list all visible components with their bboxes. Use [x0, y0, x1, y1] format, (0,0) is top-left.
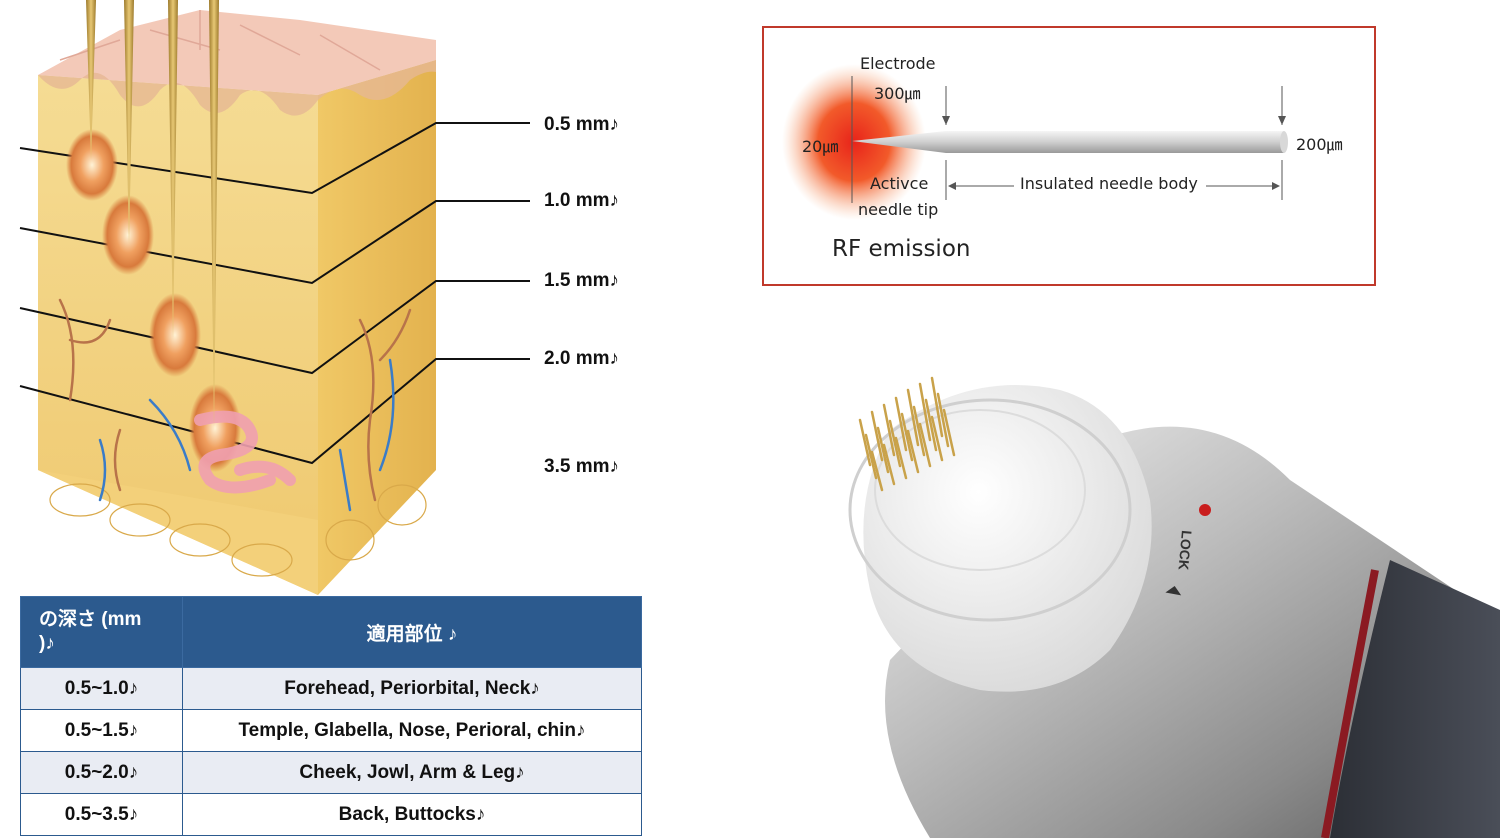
row-depth: 0.5~1.5♪: [20, 709, 183, 752]
row-depth: 0.5~2.0♪: [20, 751, 183, 794]
lock-label: LOCK: [1176, 530, 1195, 571]
gold-needle-array: [858, 376, 956, 492]
fat-cells: [49, 483, 427, 577]
skin-side-face: [318, 60, 436, 595]
depth-label-2-0: 2.0 mm♪: [544, 348, 619, 369]
table-row: 0.5~1.5♪ Temple, Glabella, Nose, Periora…: [20, 709, 642, 752]
depth-label-0-5: 0.5 mm♪: [544, 114, 619, 135]
row-area: Back, Buttocks♪: [182, 793, 642, 836]
depth-label-1-5: 1.5 mm♪: [544, 270, 619, 291]
row-area: Temple, Glabella, Nose, Perioral, chin♪: [182, 709, 642, 752]
lock-indicator-dot: [1199, 504, 1211, 516]
tip-size-label: 20㎛: [802, 137, 839, 156]
table-row: 0.5~3.5♪ Back, Buttocks♪: [20, 793, 642, 836]
sweat-gland: [194, 410, 296, 494]
header-area: 適用部位 ♪: [182, 596, 642, 668]
microneedles: [86, 0, 219, 430]
handpiece-grip: [1330, 560, 1500, 838]
depth-application-table: の深さ (mm )♪ 適用部位 ♪ 0.5~1.0♪ Forehead, Per…: [20, 596, 642, 836]
blood-vessels: [58, 298, 412, 512]
electrode-label: Electrode: [860, 54, 936, 73]
skin-surface: [38, 10, 436, 95]
table-header-row: の深さ (mm )♪ 適用部位 ♪: [20, 596, 642, 668]
needle-shaft: [852, 131, 1284, 153]
electrode-size-label: 300㎛: [874, 84, 921, 103]
table-row: 0.5~2.0♪ Cheek, Jowl, Arm & Leg♪: [20, 751, 642, 794]
table-row: 0.5~1.0♪ Forehead, Periorbital, Neck♪: [20, 667, 642, 710]
header-depth-line1: の深さ (mm: [39, 609, 142, 630]
header-depth: の深さ (mm )♪: [20, 596, 183, 668]
rf-emission-label: RF emission: [832, 236, 971, 262]
active-tip-line1: Activce: [870, 174, 929, 193]
row-depth: 0.5~1.0♪: [20, 667, 183, 710]
rf-emission-glow: [782, 64, 926, 220]
electrode-diagram-panel: Electrode 300㎛ 20㎛ 200㎛ Activce needle t…: [762, 26, 1376, 286]
white-tip-cap: [863, 385, 1152, 692]
red-ring: [1321, 569, 1379, 838]
insulated-body-label: Insulated needle body: [1020, 174, 1198, 193]
lock-arrow-icon: [1165, 586, 1182, 596]
row-area: Cheek, Jowl, Arm & Leg♪: [182, 751, 642, 794]
skin-cross-section-diagram: [19, 0, 530, 595]
row-depth: 0.5~3.5♪: [20, 793, 183, 836]
electrode-needle-graphic: [782, 64, 1288, 220]
row-area: Forehead, Periorbital, Neck♪: [182, 667, 642, 710]
rf-microneedle-handpiece: LOCK: [848, 376, 1500, 838]
active-tip-line2: needle tip: [858, 200, 939, 219]
base-size-label: 200㎛: [1296, 135, 1343, 154]
rf-heat-zones: [66, 129, 241, 472]
depth-label-3-5: 3.5 mm♪: [544, 456, 619, 477]
depth-label-1-0: 1.0 mm♪: [544, 190, 619, 211]
header-depth-line2: )♪: [39, 633, 55, 654]
